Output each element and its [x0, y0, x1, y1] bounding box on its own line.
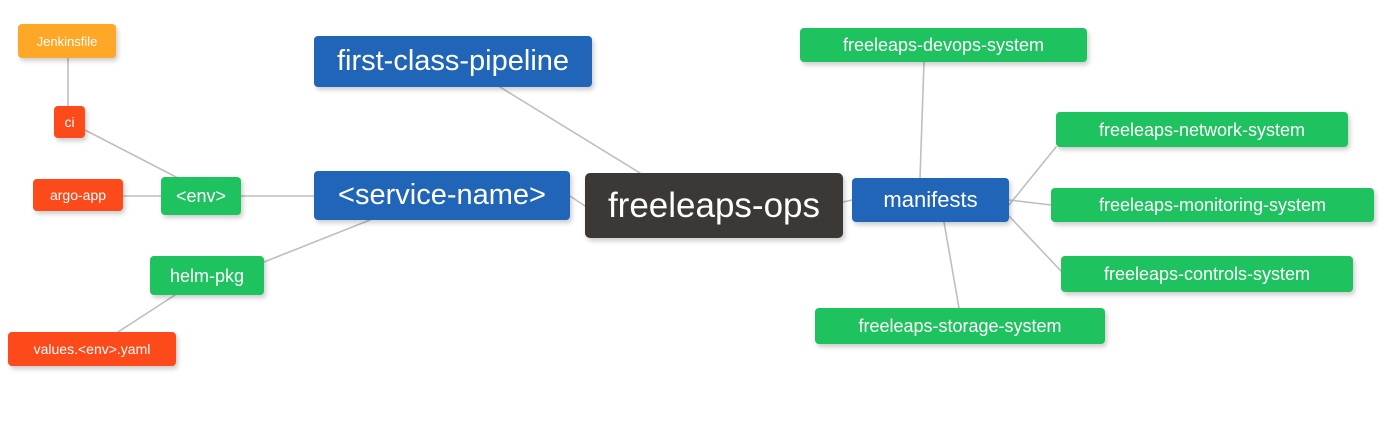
- node-helm-pkg[interactable]: helm-pkg: [150, 256, 264, 295]
- node-service-name[interactable]: <service-name>: [314, 171, 570, 220]
- node-label: freeleaps-controls-system: [1103, 264, 1311, 284]
- node-first-class-pipeline[interactable]: first-class-pipeline: [314, 36, 592, 87]
- node-label: ci: [64, 114, 75, 130]
- node-argo-app[interactable]: argo-app: [33, 179, 123, 211]
- node-label: manifests: [883, 187, 978, 212]
- edge-service-name-to-helm-pkg: [263, 219, 371, 263]
- node-label: freeleaps-monitoring-system: [1098, 195, 1327, 215]
- node-label: freeleaps-ops: [607, 186, 821, 225]
- node-label: first-class-pipeline: [336, 45, 570, 77]
- node-freeleaps-controls-system[interactable]: freeleaps-controls-system: [1061, 256, 1353, 292]
- edge-manifests-to-freeleaps-controls-system: [1008, 215, 1062, 272]
- node-label: helm-pkg: [169, 265, 245, 286]
- node-label: freeleaps-devops-system: [842, 35, 1045, 55]
- node-env[interactable]: <env>: [161, 177, 241, 215]
- edge-freeleaps-ops-to-first-class-pipeline: [499, 86, 641, 174]
- node-jenkinsfile[interactable]: Jenkinsfile: [18, 24, 116, 58]
- node-label: values.<env>.yaml: [33, 341, 151, 357]
- node-label: <env>: [175, 186, 227, 206]
- edge-env-to-ci: [84, 129, 177, 178]
- edge-helm-pkg-to-values-env-yaml: [117, 294, 176, 333]
- node-freeleaps-network-system[interactable]: freeleaps-network-system: [1056, 112, 1348, 147]
- node-freeleaps-devops-system[interactable]: freeleaps-devops-system: [800, 28, 1087, 62]
- node-label: freeleaps-network-system: [1098, 119, 1306, 140]
- edge-manifests-to-freeleaps-devops-system: [919, 61, 925, 179]
- node-label: freeleaps-storage-system: [858, 316, 1062, 336]
- node-label: <service-name>: [338, 179, 546, 211]
- edge-freeleaps-ops-to-service-name: [569, 195, 586, 207]
- edge-manifests-to-freeleaps-network-system: [1008, 146, 1057, 206]
- node-label: Jenkinsfile: [36, 33, 98, 49]
- node-values-env-yaml[interactable]: values.<env>.yaml: [8, 332, 176, 366]
- node-freeleaps-storage-system[interactable]: freeleaps-storage-system: [815, 308, 1105, 344]
- node-freeleaps-ops[interactable]: freeleaps-ops: [585, 173, 843, 238]
- edge-manifests-to-freeleaps-monitoring-system: [1008, 199, 1052, 206]
- node-manifests[interactable]: manifests: [852, 178, 1009, 222]
- node-ci[interactable]: ci: [54, 106, 85, 138]
- node-label: argo-app: [49, 187, 107, 203]
- edge-freeleaps-ops-to-manifests: [842, 199, 853, 203]
- node-freeleaps-monitoring-system[interactable]: freeleaps-monitoring-system: [1051, 188, 1374, 222]
- edge-manifests-to-freeleaps-storage-system: [943, 221, 960, 309]
